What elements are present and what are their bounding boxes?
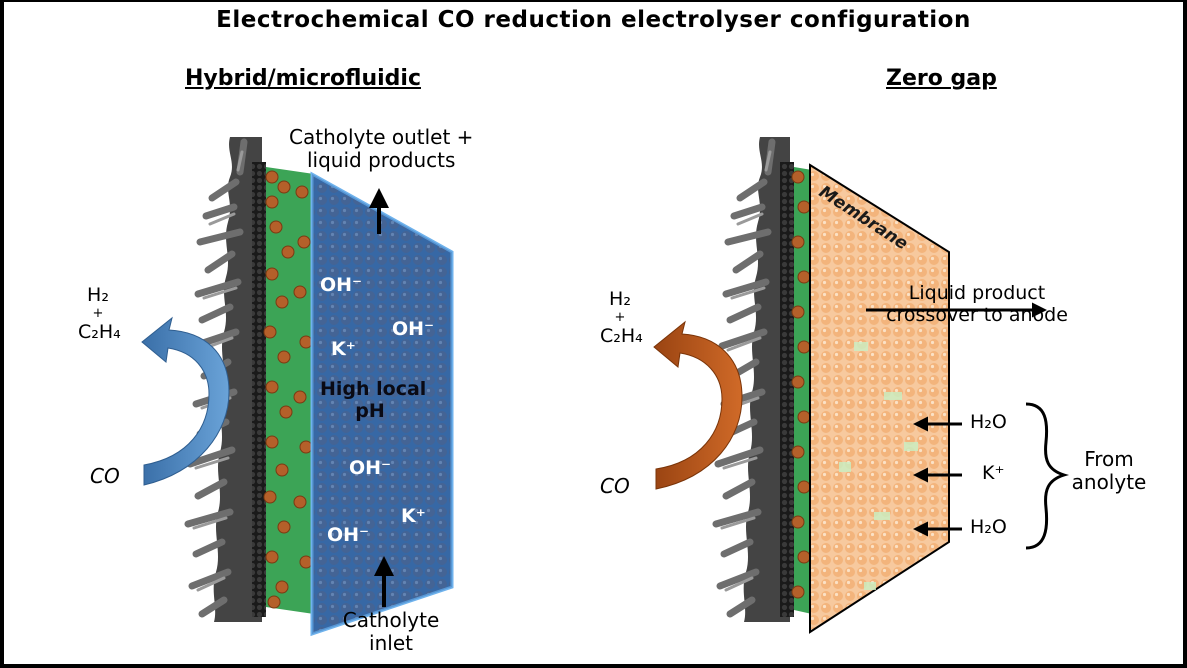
- left-plus: +: [92, 305, 104, 321]
- right-microporous-layer: [780, 162, 794, 617]
- outlet-line-2: liquid products: [307, 148, 456, 172]
- right-gas-diffusion-layer: [712, 137, 790, 622]
- right-c2h4: C₂H₄: [600, 324, 643, 347]
- right-h2: H₂: [609, 288, 631, 310]
- right-catalyst-layer: [791, 167, 812, 614]
- catholyte-channel: [310, 171, 454, 637]
- anolyte-line-1: From: [1084, 447, 1134, 471]
- species-potassium: K⁺: [982, 462, 1005, 484]
- membrane: [809, 163, 950, 634]
- membrane-water-channels: [839, 342, 918, 590]
- left-gas-diffusion-layer: [184, 137, 262, 622]
- crossover-label: Liquid product crossover to anode: [862, 282, 1092, 327]
- ion-oh-3: OH⁻: [349, 457, 392, 479]
- left-curved-arrow: [141, 316, 230, 486]
- anolyte-label: From anolyte: [1064, 448, 1154, 494]
- crossover-line-1: Liquid product: [908, 282, 1046, 304]
- left-c2h4: C₂H₄: [78, 320, 121, 343]
- ph-line-2: pH: [355, 400, 385, 422]
- slide: Electrochemical CO reduction electrolyse…: [4, 2, 1183, 664]
- ph-line-1: High local: [320, 378, 427, 400]
- outlet-line-1: Catholyte outlet +: [289, 125, 474, 149]
- species-water-bottom: H₂O: [970, 516, 1007, 538]
- anolyte-brace: [1025, 402, 1070, 550]
- left-products-label: H₂ + C₂H₄: [78, 284, 121, 344]
- catholyte-outlet-label: Catholyte outlet + liquid products: [289, 126, 473, 172]
- crossover-line-2: crossover to anode: [886, 303, 1068, 326]
- high-ph-label: High local pH: [320, 378, 427, 422]
- ion-oh-4: OH⁻: [327, 524, 370, 546]
- inlet-line-2: inlet: [369, 631, 413, 655]
- ion-oh-2: OH⁻: [392, 318, 435, 340]
- left-heading: Hybrid/microfluidic: [185, 66, 421, 91]
- right-feed-label: CO: [600, 474, 630, 498]
- anolyte-line-2: anolyte: [1071, 470, 1147, 494]
- ion-k-1: K⁺: [331, 338, 356, 360]
- right-heading: Zero gap: [886, 66, 997, 91]
- left-h2: H₂: [87, 284, 109, 306]
- ion-k-2: K⁺: [401, 505, 426, 527]
- right-curved-arrow: [653, 320, 743, 490]
- catholyte-inlet-label: Catholyte inlet: [341, 609, 441, 655]
- inlet-line-1: Catholyte: [342, 608, 440, 632]
- left-catalyst-layer: [263, 167, 314, 614]
- species-water-top: H₂O: [970, 411, 1007, 433]
- catholyte-tint: [312, 174, 452, 634]
- ion-oh-1: OH⁻: [320, 274, 363, 296]
- left-feed-label: CO: [90, 464, 120, 488]
- right-plus: +: [614, 309, 626, 325]
- right-products-label: H₂ + C₂H₄: [600, 288, 643, 348]
- figure-title: Electrochemical CO reduction electrolyse…: [216, 7, 971, 33]
- diagram-graphics: [141, 137, 1070, 637]
- left-microporous-layer: [252, 162, 266, 617]
